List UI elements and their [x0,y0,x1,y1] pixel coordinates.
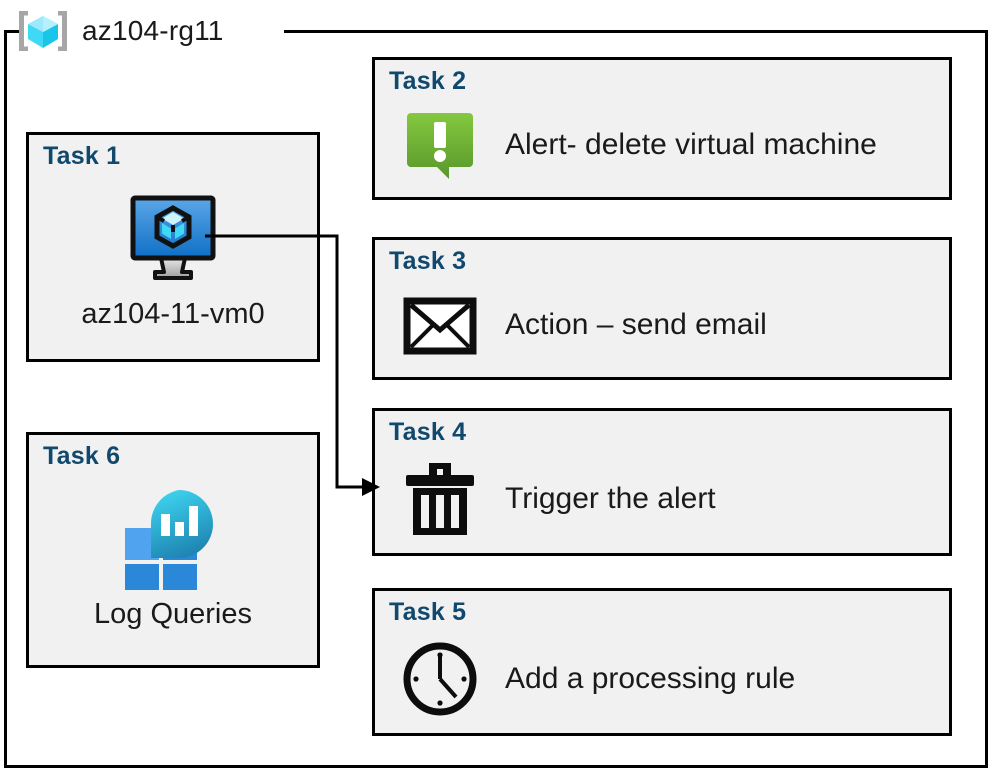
trash-delete-icon-svg [406,463,474,535]
log-analytics-queries-icon-svg [125,490,214,590]
resource-group-name: az104-rg11 [82,15,224,46]
envelope-icon [397,297,483,355]
task-3-label: Task 3 [389,247,467,275]
task-2-card[interactable]: Task 2 Alert- delete virtual machine [372,57,952,200]
task-5-caption: Add a processing rule [505,661,796,695]
task-6-label: Task 6 [43,442,121,470]
task-6-card[interactable]: Task 6 [26,432,320,668]
clock-icon-svg [403,642,477,716]
task-1-card[interactable]: Task 1 [26,132,320,362]
virtual-machine-icon [29,183,317,291]
alert-bubble-icon-svg [407,112,473,179]
resource-group-header: az104-rg11 [14,4,224,58]
task-4-caption: Trigger the alert [505,481,716,515]
alert-bubble-icon [397,109,483,183]
task-3-card[interactable]: Task 3 Action – send email [372,237,952,380]
virtual-machine-icon-svg [130,195,216,280]
task-6-caption: Log Queries [94,598,252,630]
azure-resource-group-icon-svg [19,11,67,51]
resource-group-container [4,30,988,768]
task-4-label: Task 4 [389,418,467,446]
task-2-label: Task 2 [389,67,467,95]
task-5-label: Task 5 [389,598,467,626]
task-2-caption: Alert- delete virtual machine [505,128,877,162]
clock-icon [397,639,483,719]
azure-resource-group-icon [14,7,72,55]
task-1-label: Task 1 [43,142,121,170]
envelope-icon-svg [403,297,477,354]
task-4-card[interactable]: Task 4 Trigger the alert [372,408,952,556]
task-3-caption: Action – send email [505,308,767,342]
task-1-caption: az104-11-vm0 [81,298,265,330]
trash-delete-icon [397,459,483,539]
log-analytics-queries-icon [29,483,317,591]
task-5-card[interactable]: Task 5 Add a processing rule [372,588,952,736]
